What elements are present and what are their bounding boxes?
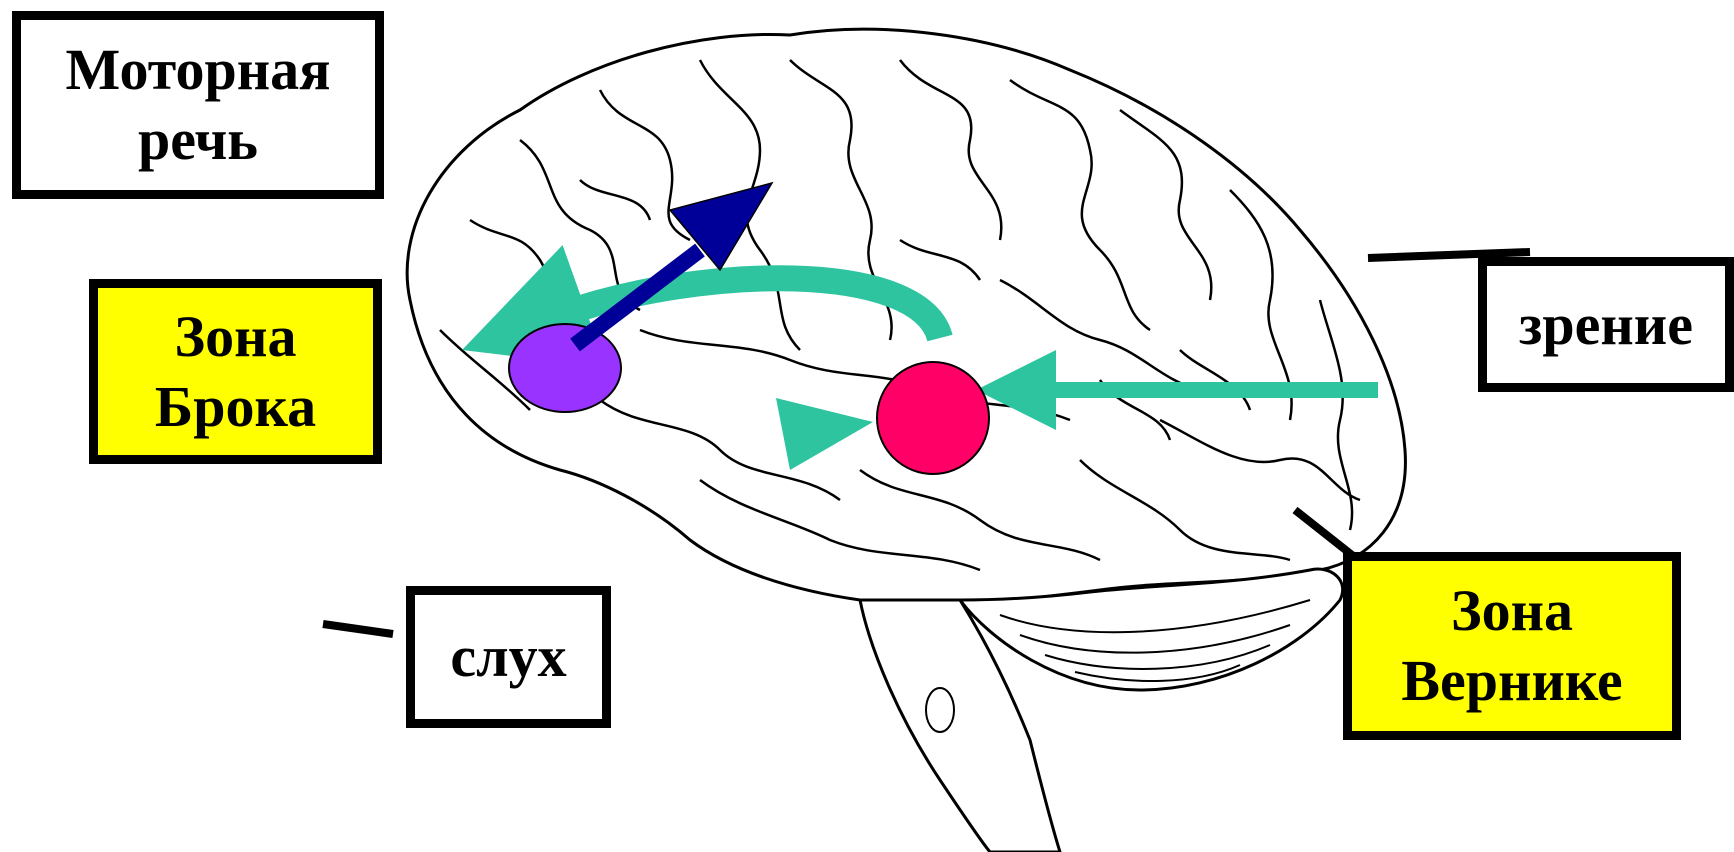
- wernicke-label-line2: Вернике: [1401, 646, 1622, 716]
- broca-area-label: Зона Брока: [89, 279, 382, 464]
- wernicke-area-label: Зона Вернике: [1343, 552, 1681, 740]
- vision-label-text: зрение: [1519, 290, 1693, 360]
- motor-speech-label-line1: Моторная: [66, 35, 331, 105]
- cerebrum-outline: [407, 29, 1405, 604]
- hearing-label-text: слух: [450, 622, 566, 692]
- motor-speech-label: Моторная речь: [12, 11, 384, 199]
- motor-speech-label-line2: речь: [138, 105, 258, 175]
- hearing-label: слух: [406, 586, 611, 728]
- wernicke-label-line1: Зона: [1451, 576, 1573, 646]
- wernicke-area-marker: [877, 362, 989, 474]
- broca-label-line1: Зона: [174, 302, 296, 372]
- broca-area-marker: [509, 324, 621, 412]
- hearing-connector: [323, 624, 393, 634]
- broca-label-line2: Брока: [155, 372, 316, 442]
- vision-label: зрение: [1478, 257, 1734, 392]
